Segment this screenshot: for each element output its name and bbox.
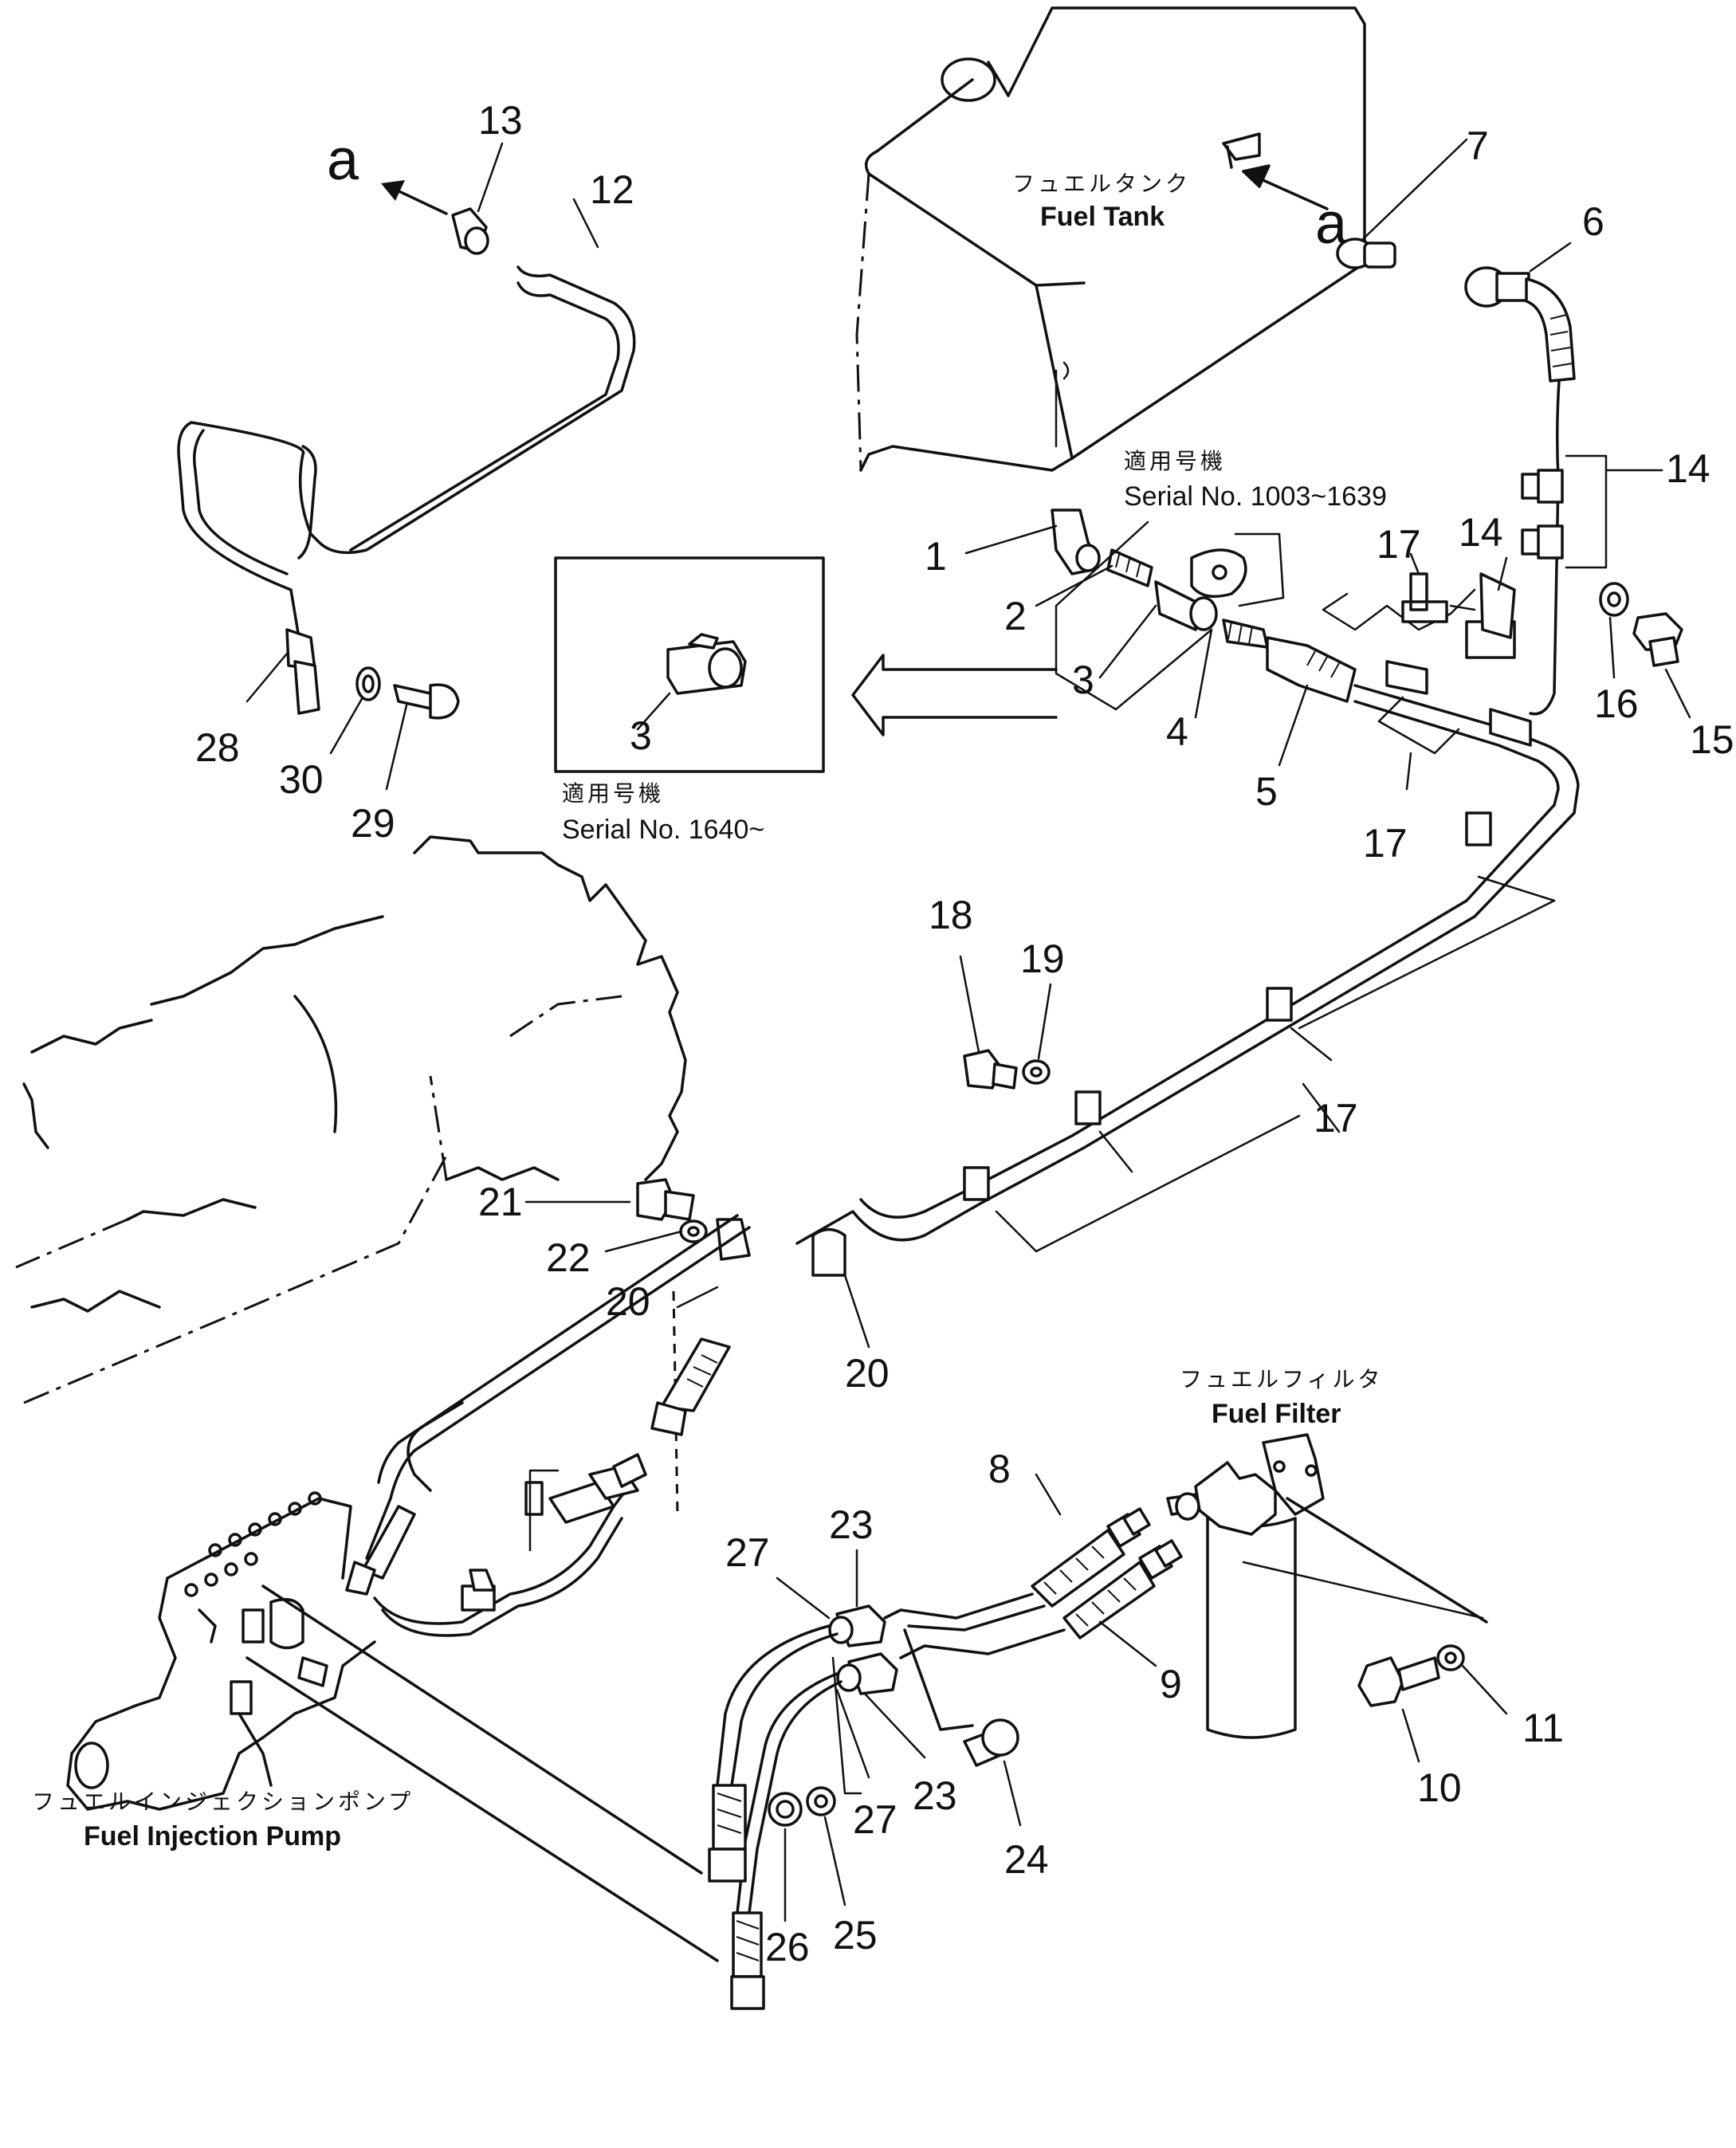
callout-23a: 23 [829,1502,874,1547]
callout-21: 21 [478,1180,523,1224]
fuel-tank: フュエルタンク Fuel Tank [855,6,1366,472]
fuel-tank-jp-label: フュエルタンク [1012,171,1191,196]
hoses-8-9 [883,1507,1183,1659]
fittings-23-27 [708,1604,974,2010]
return-line [1336,238,1663,716]
callout-23b: 23 [913,1773,957,1818]
injection-pump-jp-label: フュエルインジェクションポンプ [32,1789,414,1814]
callout-16: 16 [1594,681,1639,726]
fuel-injection-pump: フュエルインジェクションポンプ Fuel Injection Pump [32,1491,719,1962]
callout-27a: 27 [725,1530,770,1575]
inset-serial-late: 3 適用号機 Serial No. 1640~ [554,556,825,845]
callout-25: 25 [833,1913,878,1958]
feed-line [716,509,1580,1277]
bolt-21 [636,1178,708,1243]
callouts: 1 2 3 4 5 6 7 8 9 10 11 12 13 14 14 15 [195,98,1734,1969]
callout-22: 22 [546,1235,591,1280]
pump-line [345,1214,751,1637]
ref-a-left-label: a [327,128,359,192]
callout-20a: 20 [606,1279,650,1324]
callout-4: 4 [1166,709,1188,754]
callout-5: 5 [1255,769,1278,814]
callout-2: 2 [1004,594,1027,638]
engine-outline [15,835,687,1404]
callout-9: 9 [1160,1662,1182,1706]
callout-12: 12 [590,167,634,212]
callout-27b: 27 [853,1797,897,1842]
callout-20b: 20 [845,1351,890,1396]
callout-29: 29 [351,801,395,846]
applicable-jp-early: 適用号機 [1124,449,1226,473]
inset-arrow [851,654,1058,736]
small-parts [768,1644,1465,1827]
fuel-tank-label: Fuel Tank [1040,202,1165,232]
inset-applicable-jp: 適用号機 [562,781,664,806]
callout-7: 7 [1467,124,1489,168]
callout-13: 13 [478,98,523,143]
bolt-18 [963,1049,1051,1090]
callout-17b: 17 [1363,821,1408,866]
fuel-filter: フュエルフィルタ Fuel Filter [1166,1367,1488,1739]
callout-17a: 17 [1377,522,1421,567]
injection-pump-label: Fuel Injection Pump [84,1821,341,1852]
callout-15: 15 [1690,717,1734,762]
fuel-filter-label: Fuel Filter [1212,1399,1341,1429]
callout-14b: 14 [1459,510,1503,555]
callout-14: 14 [1666,446,1710,491]
fuel-filter-jp-label: フュエルフィルタ [1180,1367,1383,1392]
callout-28: 28 [195,725,240,770]
callout-24: 24 [1004,1837,1049,1882]
callout-11: 11 [1522,1706,1564,1750]
ref-a-tank: a [1222,132,1348,256]
serial-early-label: Serial No. 1003~1639 [1124,481,1387,512]
callout-8: 8 [988,1447,1011,1491]
callout-10: 10 [1417,1765,1462,1810]
inset-callout-3: 3 [630,713,652,758]
callout-19: 19 [1020,937,1065,981]
inset-serial-label: Serial No. 1640~ [562,815,764,845]
callout-3: 3 [1072,658,1094,702]
callout-26: 26 [765,1925,810,1969]
callout-1: 1 [925,534,947,579]
callout-6: 6 [1582,199,1604,244]
callout-17c: 17 [1314,1096,1358,1141]
left-return-pipe: a [177,128,636,720]
callout-30: 30 [279,757,324,802]
callout-18: 18 [929,893,973,937]
